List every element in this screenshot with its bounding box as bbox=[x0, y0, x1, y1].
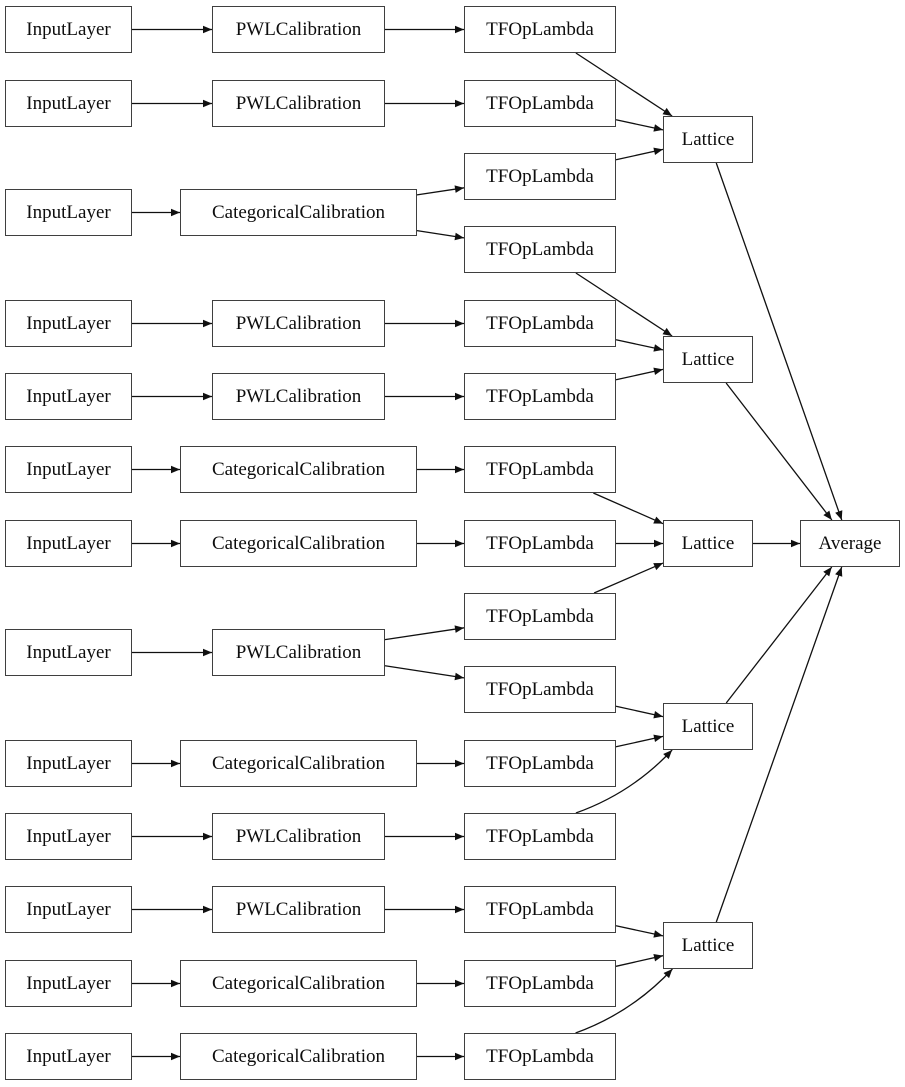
node-cal13-categoricalcalibration: CategoricalCalibration bbox=[180, 1033, 417, 1080]
node-op12-tfoplambda: TFOpLambda bbox=[464, 813, 616, 860]
edge-cal8-to-op9 bbox=[384, 625, 465, 641]
node-in10-inputlayer: InputLayer bbox=[5, 813, 132, 860]
edge-op6-to-lat2 bbox=[615, 367, 664, 381]
node-cal9-categoricalcalibration: CategoricalCalibration bbox=[180, 740, 417, 787]
node-cal10-pwlcalibration: PWLCalibration bbox=[212, 813, 385, 860]
node-in9-inputlayer: InputLayer bbox=[5, 740, 132, 787]
node-lat3-lattice: Lattice bbox=[663, 520, 753, 567]
node-avg-average: Average bbox=[800, 520, 900, 567]
edge-cal3-to-op4 bbox=[416, 230, 465, 241]
edge-lat4-to-avg bbox=[725, 566, 833, 704]
edge-cal3-to-op3 bbox=[416, 185, 465, 196]
node-op4-tfoplambda: TFOpLambda bbox=[464, 226, 616, 273]
edge-lat2-to-avg bbox=[725, 382, 833, 521]
node-in12-inputlayer: InputLayer bbox=[5, 960, 132, 1007]
edge-op10-to-lat4 bbox=[615, 705, 664, 719]
node-op9-tfoplambda: TFOpLambda bbox=[464, 593, 616, 640]
node-in7-inputlayer: InputLayer bbox=[5, 520, 132, 567]
node-in2-inputlayer: InputLayer bbox=[5, 80, 132, 127]
node-lat4-lattice: Lattice bbox=[663, 703, 753, 750]
node-op14-tfoplambda: TFOpLambda bbox=[464, 960, 616, 1007]
node-op15-tfoplambda: TFOpLambda bbox=[464, 1033, 616, 1080]
node-lat1-lattice: Lattice bbox=[663, 116, 753, 163]
node-in13-inputlayer: InputLayer bbox=[5, 1033, 132, 1080]
node-lat2-lattice: Lattice bbox=[663, 336, 753, 383]
node-in1-inputlayer: InputLayer bbox=[5, 6, 132, 53]
node-op13-tfoplambda: TFOpLambda bbox=[464, 886, 616, 933]
node-op11-tfoplambda: TFOpLambda bbox=[464, 740, 616, 787]
edge-op5-to-lat2 bbox=[615, 339, 664, 352]
node-cal12-categoricalcalibration: CategoricalCalibration bbox=[180, 960, 417, 1007]
edge-op13-to-lat5 bbox=[615, 925, 664, 938]
node-in6-inputlayer: InputLayer bbox=[5, 446, 132, 493]
edge-op9-to-lat3 bbox=[593, 562, 664, 594]
node-cal8-pwlcalibration: PWLCalibration bbox=[212, 629, 385, 676]
node-lat5-lattice: Lattice bbox=[663, 922, 753, 969]
edge-op2-to-lat1 bbox=[615, 119, 664, 132]
node-in8-inputlayer: InputLayer bbox=[5, 629, 132, 676]
edge-op3-to-lat1 bbox=[615, 147, 664, 161]
node-in3-inputlayer: InputLayer bbox=[5, 189, 132, 236]
node-in11-inputlayer: InputLayer bbox=[5, 886, 132, 933]
node-op7-tfoplambda: TFOpLambda bbox=[464, 446, 616, 493]
node-cal11-pwlcalibration: PWLCalibration bbox=[212, 886, 385, 933]
node-op8-tfoplambda: TFOpLambda bbox=[464, 520, 616, 567]
node-cal4-pwlcalibration: PWLCalibration bbox=[212, 300, 385, 347]
node-cal5-pwlcalibration: PWLCalibration bbox=[212, 373, 385, 420]
node-cal1-pwlcalibration: PWLCalibration bbox=[212, 6, 385, 53]
node-cal3-categoricalcalibration: CategoricalCalibration bbox=[180, 189, 417, 236]
edge-cal8-to-op10 bbox=[384, 665, 465, 681]
node-op5-tfoplambda: TFOpLambda bbox=[464, 300, 616, 347]
node-cal2-pwlcalibration: PWLCalibration bbox=[212, 80, 385, 127]
node-op3-tfoplambda: TFOpLambda bbox=[464, 153, 616, 200]
edge-op11-to-lat4 bbox=[615, 734, 664, 748]
node-op6-tfoplambda: TFOpLambda bbox=[464, 373, 616, 420]
node-op2-tfoplambda: TFOpLambda bbox=[464, 80, 616, 127]
node-op1-tfoplambda: TFOpLambda bbox=[464, 6, 616, 53]
node-in5-inputlayer: InputLayer bbox=[5, 373, 132, 420]
node-in4-inputlayer: InputLayer bbox=[5, 300, 132, 347]
node-op10-tfoplambda: TFOpLambda bbox=[464, 666, 616, 713]
node-cal7-categoricalcalibration: CategoricalCalibration bbox=[180, 520, 417, 567]
node-cal6-categoricalcalibration: CategoricalCalibration bbox=[180, 446, 417, 493]
edge-op14-to-lat5 bbox=[615, 953, 664, 967]
